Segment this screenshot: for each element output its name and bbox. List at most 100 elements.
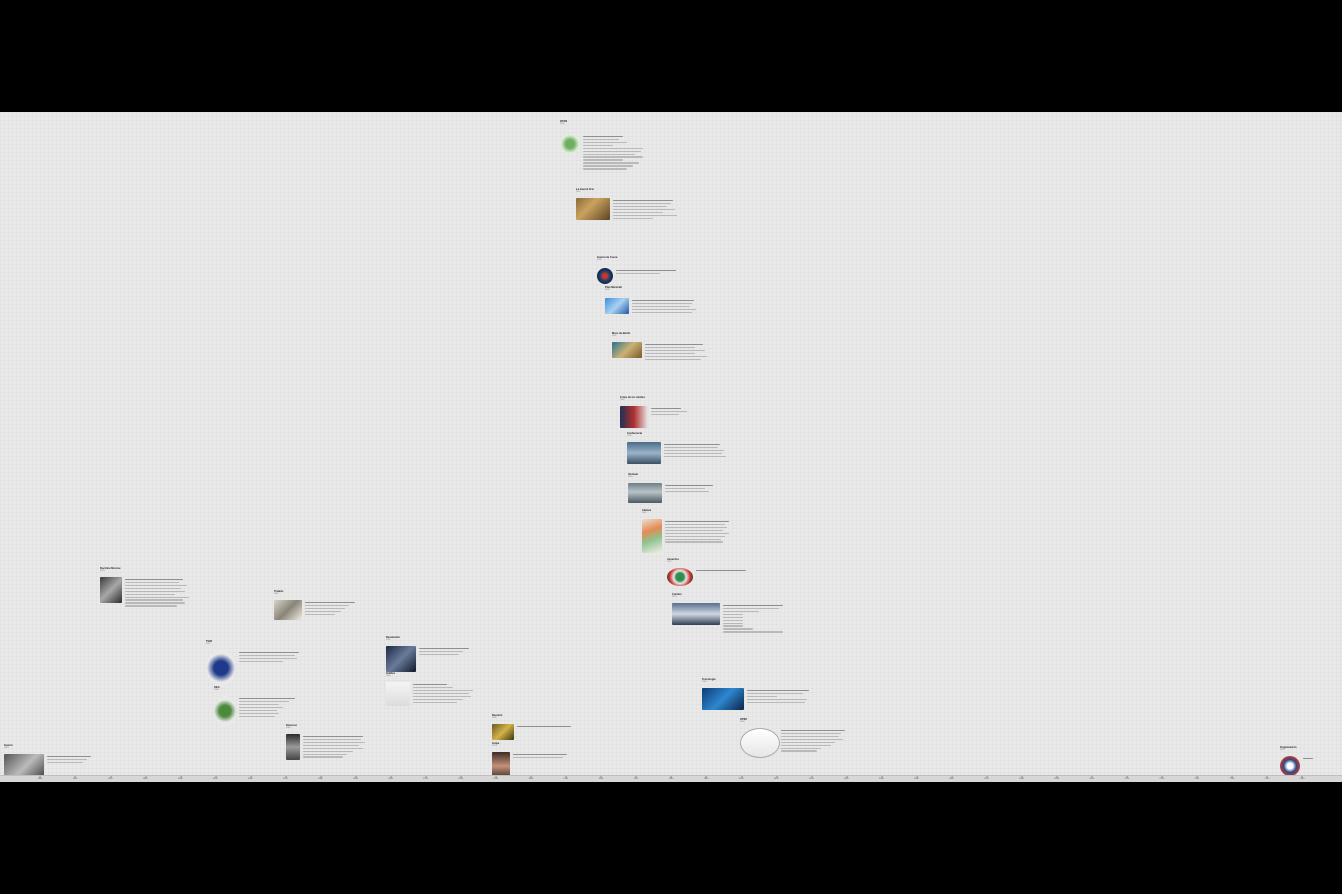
event-thumbnail-image[interactable] — [492, 724, 514, 740]
event-thumbnail-image[interactable] — [1280, 756, 1300, 776]
description-line — [239, 703, 279, 705]
description-line — [413, 701, 457, 703]
axis-tick-label: 1930 — [493, 775, 499, 780]
description-line — [616, 272, 660, 274]
description-line — [651, 407, 681, 409]
description-line — [239, 660, 283, 662]
event-description — [651, 406, 761, 417]
event-thumbnail-image[interactable] — [492, 752, 510, 780]
event-description — [513, 752, 623, 760]
description-line — [723, 604, 783, 606]
event-title: OPEP — [740, 718, 748, 721]
description-line — [583, 150, 641, 152]
event-date: 1985 — [702, 681, 707, 683]
description-line — [781, 744, 831, 746]
event-thumbnail-image[interactable] — [100, 577, 122, 603]
event-date: 1959 — [386, 639, 391, 641]
description-line — [583, 156, 643, 158]
description-line — [47, 758, 87, 760]
description-line — [47, 761, 83, 763]
event-thumbnail-image[interactable] — [286, 734, 300, 760]
description-line — [303, 735, 363, 737]
description-line — [723, 607, 779, 609]
event-date: 1947 — [206, 643, 211, 645]
event-thumbnail-image[interactable] — [627, 442, 661, 464]
axis-tick-label: 2010 — [773, 775, 779, 780]
description-line — [632, 308, 696, 310]
event-thumbnail-image[interactable] — [605, 298, 629, 314]
event-thumbnail-image[interactable] — [620, 406, 648, 428]
description-line — [125, 581, 179, 583]
description-line — [239, 700, 289, 702]
axis-tick-label: 2140 — [1229, 775, 1235, 780]
description-line — [125, 587, 181, 589]
description-line — [665, 532, 729, 534]
event-thumbnail-image[interactable] — [560, 134, 580, 154]
event-title: OTAN — [560, 120, 568, 123]
event-thumbnail-image[interactable] — [672, 603, 720, 625]
description-line — [665, 529, 723, 531]
event-thumbnail-image[interactable] — [274, 600, 302, 620]
event-description — [781, 728, 891, 753]
event-thumbnail-image[interactable] — [702, 688, 744, 710]
description-line — [664, 449, 724, 451]
description-line — [781, 747, 821, 749]
event-date: 2012 — [1280, 749, 1285, 751]
event-title: TIAR — [206, 640, 213, 643]
event-date: 1949 — [560, 123, 565, 125]
event-description — [303, 734, 413, 759]
event-thumbnail-image[interactable] — [214, 696, 236, 726]
event-thumbnail-image[interactable] — [667, 568, 693, 586]
event-thumbnail-image[interactable] — [386, 682, 410, 706]
event-thumbnail-image[interactable] — [386, 646, 416, 672]
description-line — [513, 753, 567, 755]
description-line — [747, 692, 803, 694]
event-thumbnail-image[interactable] — [740, 728, 780, 758]
description-line — [665, 538, 721, 540]
description-line — [239, 697, 295, 699]
event-thumbnail-image[interactable] — [206, 650, 236, 686]
event-thumbnail-image[interactable] — [628, 483, 662, 503]
description-line — [47, 755, 91, 757]
description-line — [632, 311, 692, 313]
description-line — [747, 701, 805, 703]
event-title: OEA — [214, 686, 220, 689]
event-title: Gráfica — [386, 672, 395, 675]
event-thumbnail-image[interactable] — [612, 342, 642, 358]
event-title: Tecnología — [702, 678, 716, 681]
event-date: 1948 — [214, 689, 219, 691]
event-thumbnail-image[interactable] — [576, 198, 610, 220]
event-thumbnail-image[interactable] — [597, 268, 613, 284]
description-line — [645, 343, 703, 345]
description-line — [305, 607, 345, 609]
description-line — [303, 747, 363, 749]
description-line — [583, 162, 639, 164]
event-thumbnail-image[interactable] — [642, 519, 662, 553]
